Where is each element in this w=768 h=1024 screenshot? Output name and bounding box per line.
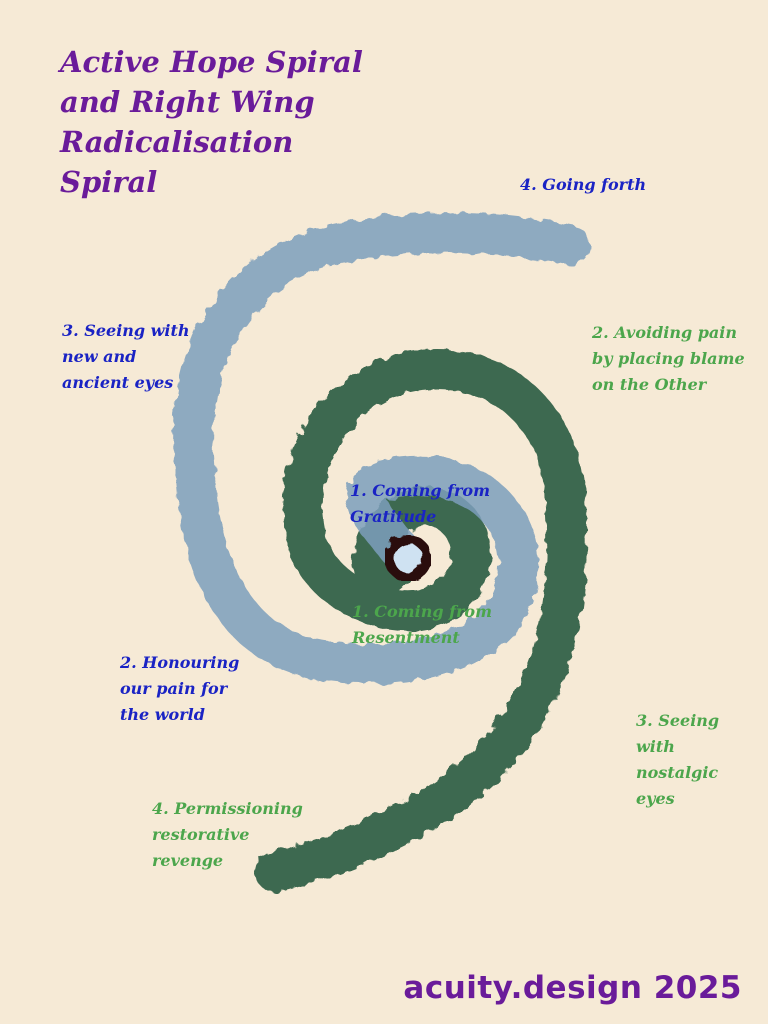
radicalisation-spiral-stroke [255,349,587,892]
active-hope-spiral-stroke [173,212,590,685]
spiral-center-ring [384,534,432,582]
footer-credit: acuity.design 2025 [403,970,742,1006]
radicalisation-label-2: 2. Avoiding pain by placing blame on the… [592,323,745,394]
active-hope-label-2: 2. Honouring our pain for the world [120,653,240,724]
page-title: Active Hope Spiral and Right Wing Radica… [60,45,363,199]
radicalisation-label-4: 4. Permissioning restorative revenge [152,799,303,870]
active-hope-label-1: 1. Coming from Gratitude [350,481,490,526]
active-hope-label-3: 3. Seeing with new and ancient eyes [62,321,190,392]
active-hope-label-4: 4. Going forth [520,175,647,194]
radicalisation-label-3: 3. Seeing with nostalgic eyes [636,711,720,808]
radicalisation-label-1: 1. Coming from Resentment [352,602,492,647]
